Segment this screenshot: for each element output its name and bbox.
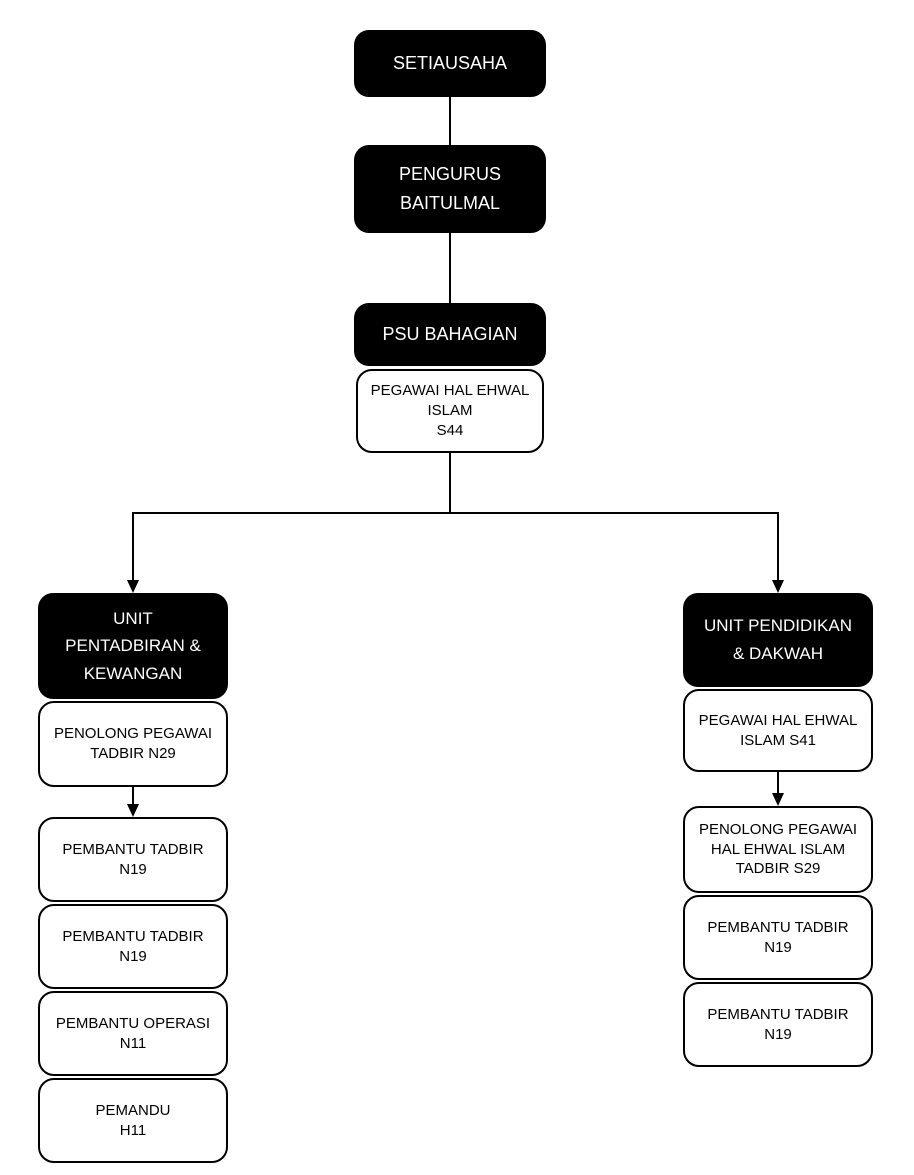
node-pemandu-h11: PEMANDU H11 bbox=[38, 1078, 228, 1163]
connector-pengurus-psu bbox=[449, 233, 451, 303]
node-label-line: UNIT bbox=[113, 608, 153, 628]
node-pembantu-tadbir-n19-2: PEMBANTU TADBIR N19 bbox=[38, 904, 228, 989]
node-label-line: BAITULMAL bbox=[399, 193, 501, 213]
connector-n29-n19 bbox=[132, 787, 134, 804]
node-label-line: N19 bbox=[119, 947, 147, 965]
node-label-line: & DAKWAH bbox=[732, 644, 824, 663]
node-label-line: PENOLONG PEGAWAI bbox=[53, 725, 213, 743]
node-pembantu-tadbir-n19-1: PEMBANTU TADBIR N19 bbox=[38, 817, 228, 902]
node-unit-pendidikan-dakwah: UNIT PENDIDIKAN & DAKWAH bbox=[683, 593, 873, 687]
node-psu-bahagian: PSU BAHAGIAN bbox=[354, 303, 546, 366]
node-label-line: N19 bbox=[764, 1025, 792, 1043]
node-label-line: PEMBANTU TADBIR bbox=[707, 918, 849, 936]
node-label-line: TADBIR S29 bbox=[735, 860, 821, 878]
node-label-line: TADBIR N29 bbox=[90, 745, 176, 762]
arrowhead-right-branch-icon bbox=[772, 580, 784, 593]
node-label-line: PEGAWAI HAL EHWAL bbox=[370, 382, 530, 400]
node-label-line: ISLAM S41 bbox=[740, 731, 816, 749]
node-label-line: H11 bbox=[119, 1121, 147, 1139]
node-label-line: PEGAWAI HAL EHWAL bbox=[698, 711, 858, 729]
connector-branch-right bbox=[777, 512, 779, 580]
node-setiausaha: SETIAUSAHA bbox=[354, 30, 546, 97]
arrowhead-left-branch-icon bbox=[127, 580, 139, 593]
node-label-line: N19 bbox=[764, 938, 792, 956]
node-label-line: PENOLONG PEGAWAI bbox=[698, 820, 858, 838]
node-pengurus-baitulmal: PENGURUS BAITULMAL bbox=[354, 145, 546, 233]
node-label-line: N11 bbox=[119, 1034, 147, 1052]
node-label-line: PEMANDU bbox=[95, 1101, 171, 1119]
node-label-line: PEMBANTU OPERASI bbox=[55, 1014, 211, 1032]
node-label-line: UNIT PENDIDIKAN bbox=[704, 616, 852, 636]
node-label-line: KEWANGAN bbox=[83, 663, 183, 683]
node-label-line: N19 bbox=[119, 860, 147, 878]
connector-s41-s29 bbox=[777, 772, 779, 793]
node-label-line: PSU BAHAGIAN bbox=[382, 323, 518, 344]
node-pembantu-tadbir-n19-3: PEMBANTU TADBIR N19 bbox=[683, 895, 873, 980]
node-pembantu-tadbir-n19-4: PEMBANTU TADBIR N19 bbox=[683, 982, 873, 1067]
node-unit-pentadbiran-kewangan: UNIT PENTADBIRAN & KEWANGAN bbox=[38, 593, 228, 699]
node-label-line: ISLAM bbox=[427, 402, 473, 420]
node-label-line: PENGURUS bbox=[398, 163, 501, 184]
node-label-line: PEMBANTU TADBIR bbox=[62, 927, 204, 945]
arrowhead-s41-s29-icon bbox=[772, 793, 784, 806]
node-pegawai-hal-ehwal-islam-s41: PEGAWAI HAL EHWAL ISLAM S41 bbox=[683, 689, 873, 772]
node-label-line: S44 bbox=[436, 421, 464, 439]
connector-branch-horizontal bbox=[132, 512, 779, 514]
node-pembantu-operasi-n11: PEMBANTU OPERASI N11 bbox=[38, 991, 228, 1076]
node-label-line: HAL EHWAL ISLAM bbox=[710, 840, 846, 858]
node-label-line: PEMBANTU TADBIR bbox=[62, 840, 204, 858]
node-penolong-pegawai-tadbir-n29: PENOLONG PEGAWAI TADBIR N29 bbox=[38, 701, 228, 787]
connector-s44-branch bbox=[449, 453, 451, 513]
node-label-line: PEMBANTU TADBIR bbox=[707, 1005, 849, 1023]
node-label-line: SETIAUSAHA bbox=[392, 52, 508, 73]
node-pegawai-hal-ehwal-islam-s44: PEGAWAI HAL EHWAL ISLAM S44 bbox=[356, 369, 544, 453]
connector-branch-left bbox=[132, 512, 134, 580]
node-label-line: PENTADBIRAN & bbox=[65, 636, 201, 656]
arrowhead-n29-n19-icon bbox=[127, 804, 139, 817]
node-penolong-pegawai-hal-ehwal-islam-tadbir-s29: PENOLONG PEGAWAI HAL EHWAL ISLAM TADBIR … bbox=[683, 806, 873, 893]
connector-setiausaha-pengurus bbox=[449, 97, 451, 145]
